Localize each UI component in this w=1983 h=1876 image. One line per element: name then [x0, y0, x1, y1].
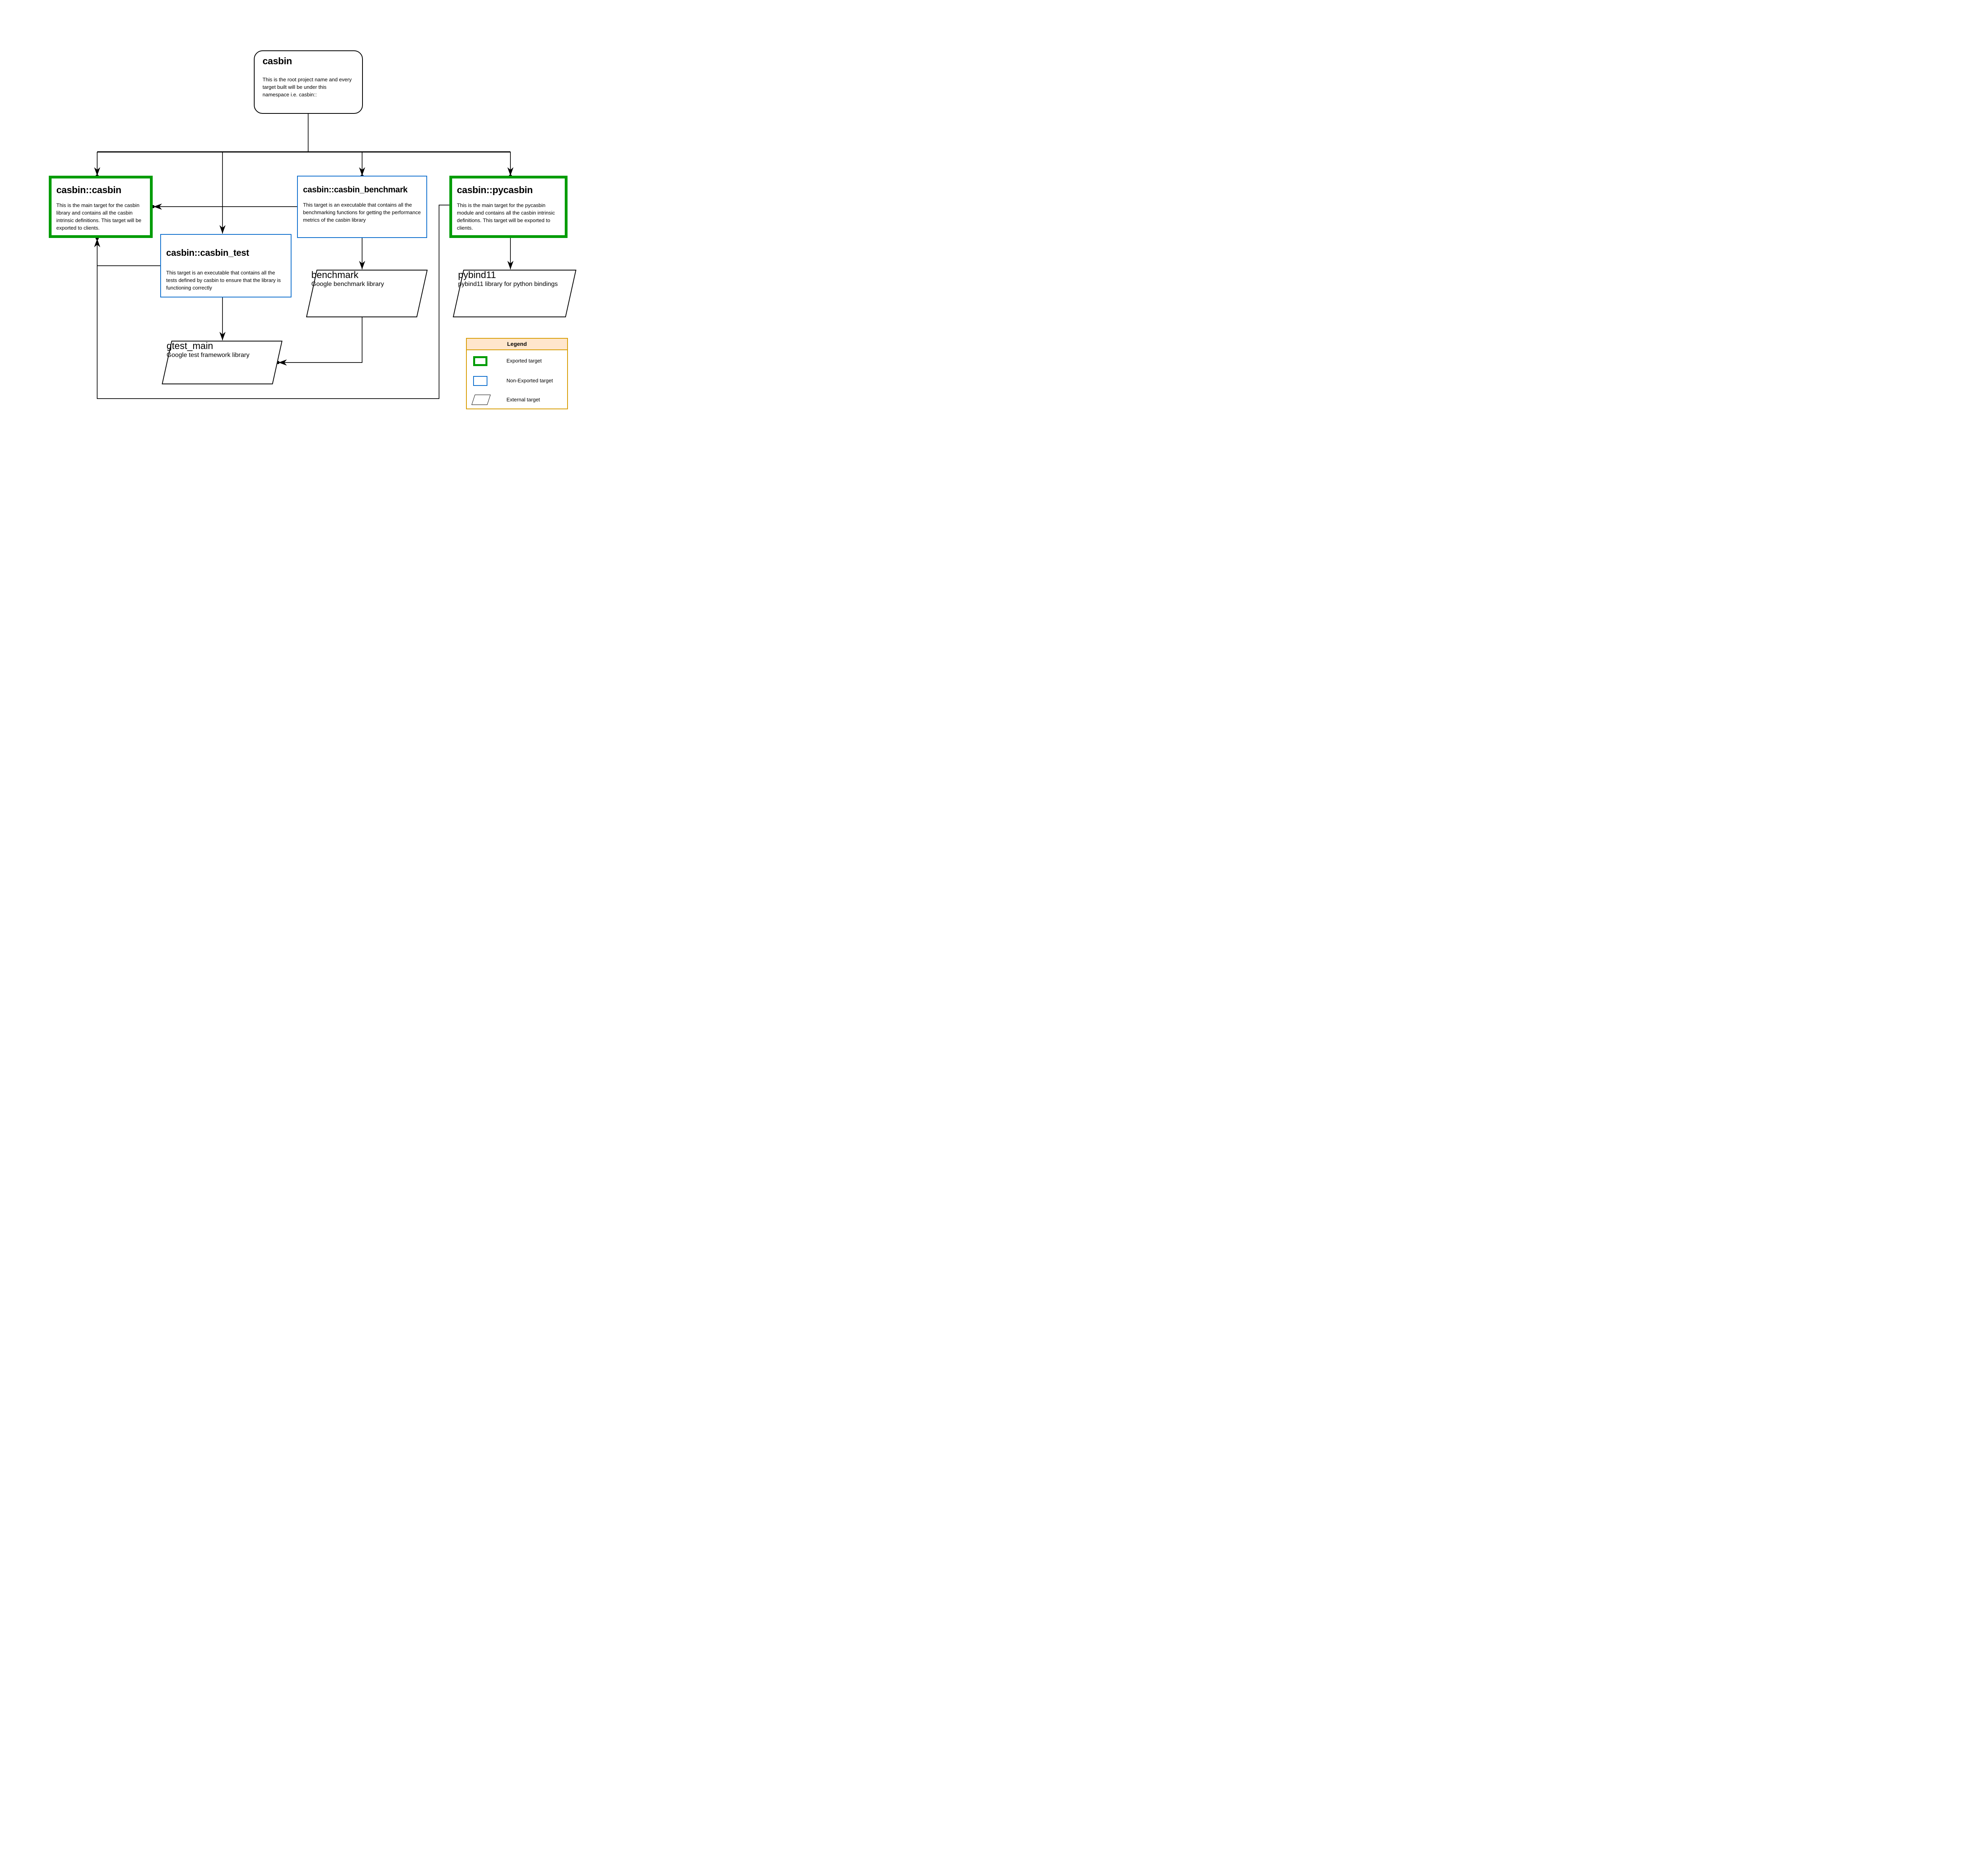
- external-target-swatch: [471, 395, 491, 405]
- node-casbin-casbin-benchmark: casbin::casbin_benchmark This target is …: [297, 176, 427, 238]
- node-description: This is the root project name and every …: [263, 77, 352, 98]
- connector-lines: [94, 114, 514, 399]
- node-description: This is the main target for the pycasbin…: [457, 202, 555, 231]
- node-description: Google benchmark library: [311, 281, 384, 288]
- node-benchmark: benchmark Google benchmark library: [306, 270, 428, 317]
- node-casbin-pycasbin: casbin::pycasbin This is the main target…: [449, 176, 568, 238]
- node-title: pybind11: [458, 270, 496, 280]
- legend: Legend Exported target Non-Exported targ…: [466, 338, 568, 409]
- node-title: casbin: [263, 56, 292, 67]
- node-gtest-main: gtest_main Google test framework library: [161, 341, 283, 384]
- non-exported-target-swatch: [473, 376, 487, 386]
- node-description: pybind11 library for python bindings: [458, 281, 558, 288]
- node-title: gtest_main: [167, 341, 213, 351]
- node-title: casbin::casbin: [56, 185, 121, 196]
- exported-target-swatch: [473, 356, 487, 366]
- node-casbin-root: casbin This is the root project name and…: [254, 50, 363, 114]
- node-title: casbin::pycasbin: [457, 185, 533, 196]
- node-description: This target is an executable that contai…: [166, 270, 281, 291]
- node-description: This target is an executable that contai…: [303, 202, 421, 223]
- legend-item-label: External target: [506, 397, 540, 403]
- node-pybind11: pybind11 pybind11 library for python bin…: [453, 270, 577, 317]
- node-casbin-casbin: casbin::casbin This is the main target f…: [49, 176, 153, 238]
- node-description: Google test framework library: [167, 352, 249, 359]
- node-title: casbin::casbin_benchmark: [303, 185, 408, 194]
- node-title: casbin::casbin_test: [166, 247, 249, 258]
- legend-item-label: Exported target: [506, 358, 542, 364]
- legend-item-label: Non-Exported target: [506, 378, 553, 384]
- node-casbin-casbin-test: casbin::casbin_test This target is an ex…: [160, 234, 292, 297]
- edge-benchmark-lib-to-gtest: [278, 317, 362, 366]
- legend-title: Legend: [467, 339, 567, 350]
- diagram-canvas: casbin This is the root project name and…: [0, 0, 613, 451]
- edge-pycasbin-to-casbin: [94, 205, 449, 399]
- node-title: benchmark: [311, 270, 359, 280]
- node-description: This is the main target for the casbin l…: [56, 202, 142, 231]
